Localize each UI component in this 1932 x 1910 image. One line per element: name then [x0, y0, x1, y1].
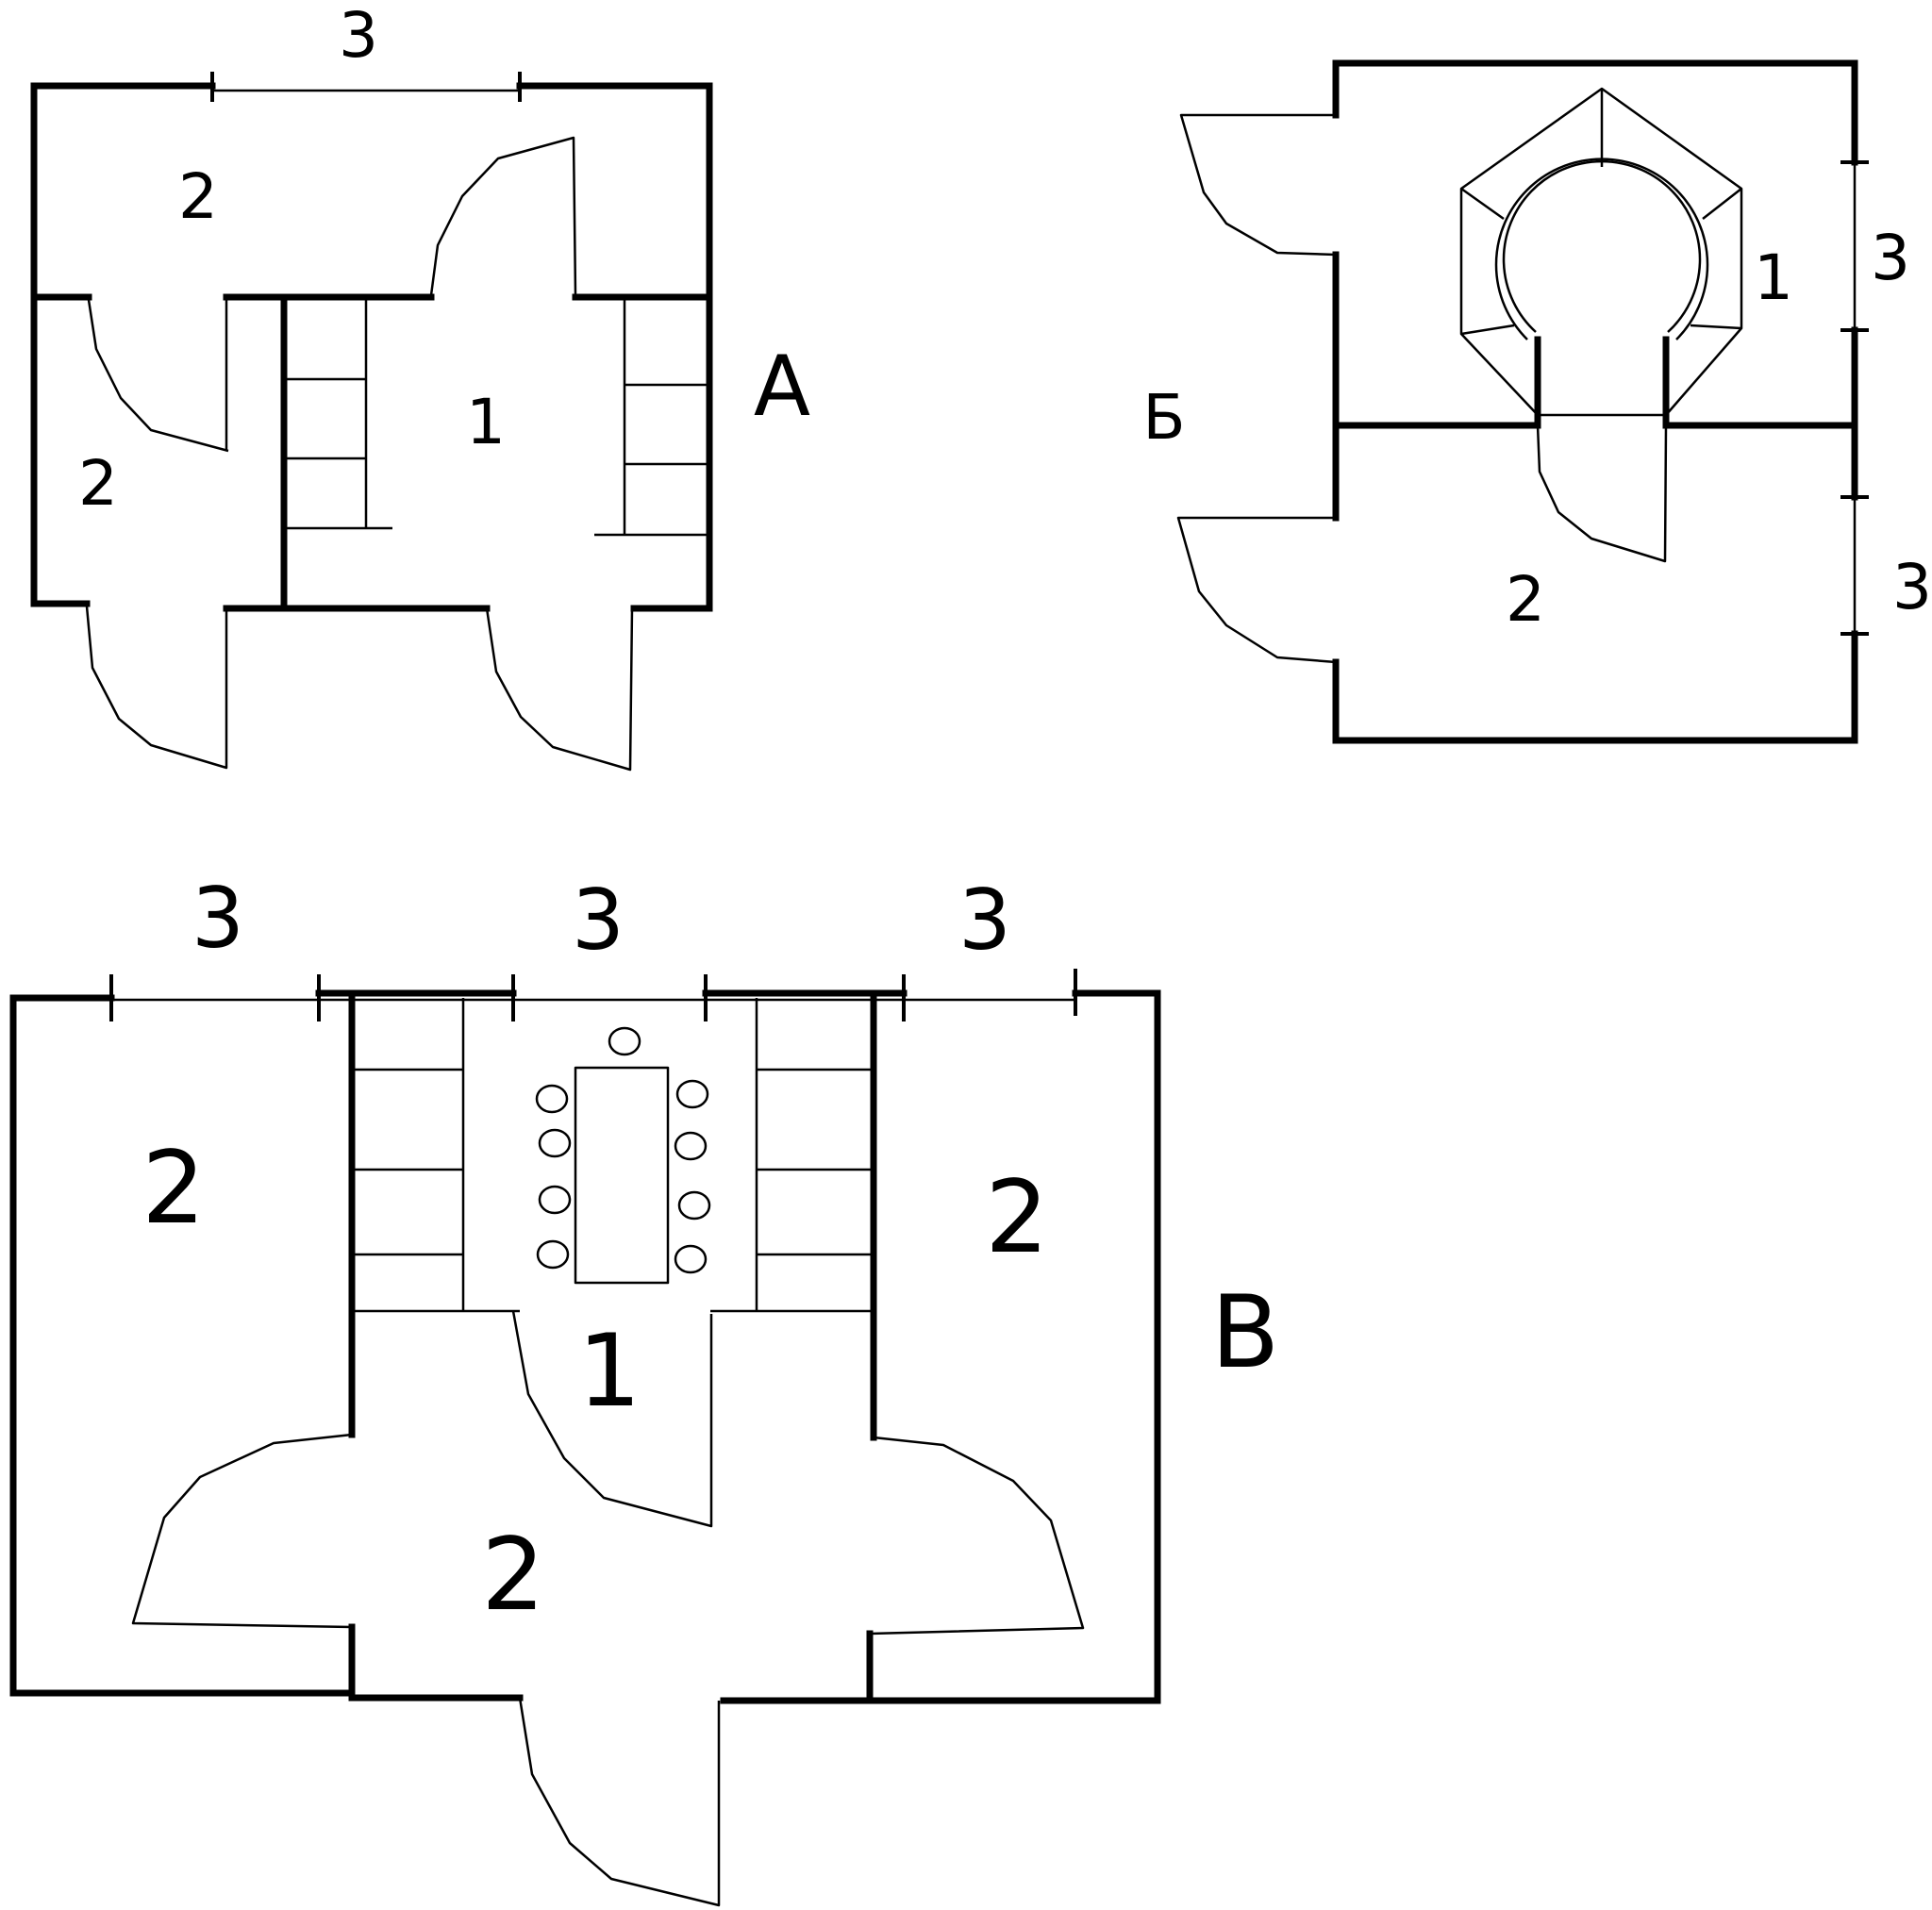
plan-b-walls — [1332, 59, 1858, 744]
plan-b-room-lower-label: 2 — [1506, 563, 1545, 636]
plan-a-walls — [30, 82, 713, 612]
plan-v-room-center-label: 1 — [577, 1313, 641, 1429]
plan-b-door-arcs — [1176, 113, 1668, 664]
plan-v-door-arcs — [131, 1310, 1085, 1907]
plan-v-meeting-table — [535, 1026, 711, 1285]
plan-b: 3 3 1 2 Б — [1142, 59, 1932, 744]
plan-b-dimensions — [1840, 160, 1869, 636]
plan-a-dimension-label: 3 — [339, 0, 378, 72]
plan-a-door-arcs — [85, 136, 634, 772]
plan-a-letter: А — [754, 338, 810, 435]
plan-v-letter: В — [1211, 1274, 1280, 1390]
plan-v-walls — [9, 989, 1161, 1704]
plan-b-dimension-upper-label: 3 — [1871, 222, 1910, 294]
plan-v-dimension-left-label: 3 — [192, 870, 244, 967]
plan-v-stairs — [352, 998, 874, 1313]
plan-a: 3 2 2 1 А — [30, 0, 810, 772]
plan-v-dimensions — [109, 969, 1077, 1021]
plan-b-amphitheatre — [1459, 87, 1743, 417]
plan-v-room-bottom-label: 2 — [481, 1517, 544, 1633]
plan-a-stairs — [284, 300, 709, 537]
plan-v-dimension-center-label: 3 — [572, 872, 625, 969]
plan-b-dimension-lower-label: 3 — [1892, 551, 1932, 623]
plan-a-dimension — [210, 72, 522, 102]
plan-v-room-left-label: 2 — [142, 1130, 205, 1246]
plan-b-letter: Б — [1142, 381, 1185, 454]
plan-a-room-left-label: 2 — [78, 447, 118, 520]
plan-b-room-auditorium-label: 1 — [1754, 241, 1793, 314]
plan-v: 3 3 3 2 2 1 2 В — [9, 870, 1280, 1907]
plan-a-room-center-label: 1 — [466, 386, 506, 458]
plan-v-dimension-right-label: 3 — [958, 872, 1011, 969]
plan-v-room-right-label: 2 — [985, 1159, 1048, 1275]
plan-a-room-top-left-label: 2 — [178, 160, 218, 233]
